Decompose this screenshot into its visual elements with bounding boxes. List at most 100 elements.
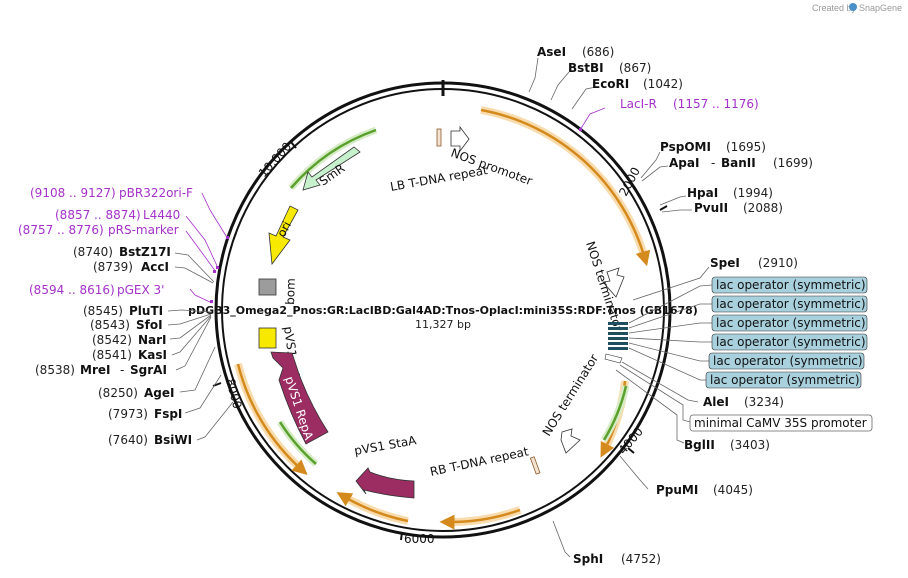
enzyme-hpai: HpaI — [687, 186, 718, 200]
enzyme-nari: NarI — [138, 333, 167, 347]
enzyme-nari-pos: (8542) — [92, 333, 132, 347]
enzyme-bstz17i-pos: (8740) — [73, 245, 113, 259]
mini-35s-box — [689, 414, 873, 432]
enzyme-asei-pos: (686) — [582, 45, 614, 59]
enzyme-apai: ApaI — [669, 156, 699, 170]
enzyme-kasi-pos: (8541) — [92, 348, 132, 362]
lac-operator-box-6 — [705, 371, 862, 389]
enzyme-alei-pos: (3234) — [744, 395, 784, 409]
enzyme-asei: AseI — [537, 45, 566, 59]
enzyme-bsiwi: BsiWI — [154, 433, 192, 447]
enzyme-mrei-sep: - — [120, 363, 124, 377]
lac-operator-marks — [604, 322, 628, 364]
plasmid-name: pDGB3_Omega2_Pnos:GR:LacIBD:Gal4AD:Tnos-… — [188, 304, 698, 317]
enzyme-sphi-pos: (4752) — [621, 552, 661, 566]
green-arrow-left — [278, 421, 317, 465]
nos-terminator-upper-arrow — [602, 267, 625, 298]
pvs1-oriv-box — [258, 327, 277, 349]
enzyme-ppumi-pos: (4045) — [713, 483, 753, 497]
enzyme-mrei-pos: (8538) — [35, 363, 75, 377]
rb-repeat-box — [529, 456, 541, 475]
plasmid-size: 11,327 bp — [415, 318, 471, 331]
enzyme-sphi: SphI — [573, 552, 603, 566]
tick-10000 — [290, 141, 297, 149]
lac-operator-label-5: lac operator (symmetric) — [713, 354, 863, 368]
enzyme-acci-pos: (8739) — [93, 260, 133, 274]
tick-6000 — [400, 531, 403, 541]
bom-box — [258, 278, 277, 296]
lac-operator-label-6: lac operator (symmetric) — [710, 373, 860, 387]
enzyme-spei-pos: (2910) — [758, 256, 798, 270]
rb-repeat-label: RB T-DNA repeat — [429, 444, 530, 479]
smr-label: SmR — [317, 161, 348, 188]
enzyme-banii: BanII — [721, 156, 756, 170]
nos-promoter-arrow — [450, 125, 470, 153]
lac-operator-box-5 — [708, 352, 865, 370]
green-arrow-right — [602, 385, 628, 441]
primer-pgex: pGEX 3' — [117, 283, 164, 297]
pvs1-repa-arrow — [270, 351, 329, 445]
tick-2000 — [659, 205, 668, 211]
enzyme-pspomi-pos: (1695) — [726, 140, 766, 154]
nos-terminator-lower-label: NOS terminator — [540, 352, 602, 439]
lac-operator-box-1 — [711, 276, 868, 294]
green-arrows — [277, 126, 630, 467]
enzyme-spei: SpeI — [710, 256, 740, 270]
pvs1-staa-label: pVS1 StaA — [353, 433, 418, 458]
orf-arrow-bottom — [439, 508, 521, 530]
primer-laci-r-range: (1157 .. 1176) — [673, 97, 759, 111]
enzyme-apai-sep: - — [711, 156, 715, 170]
enzyme-acci: AccI — [141, 260, 169, 274]
tick-label-6000: 6000 — [404, 532, 435, 546]
lac-operator-box-2 — [711, 295, 868, 313]
enzyme-kasi: KasI — [138, 348, 167, 362]
primer-prs-marker-range: (8757 .. 8776) — [18, 223, 104, 237]
tick-4000 — [627, 447, 635, 454]
orf-arrows — [234, 106, 651, 530]
nos-terminator-lower-arrow — [560, 428, 581, 454]
enzyme-pluti: PluTI — [129, 304, 163, 318]
enzyme-apai-pos: (1699) — [773, 156, 813, 170]
enzyme-bglii-pos: (3403) — [730, 438, 770, 452]
lac-operator-label-1: lac operator (symmetric) — [716, 278, 866, 292]
primer-laci-r: LacI-R — [620, 97, 657, 111]
primer-marks — [210, 128, 582, 303]
created-by-text: Created by — [812, 3, 857, 13]
bom-label: bom — [283, 278, 298, 305]
leader-lines — [167, 57, 713, 558]
lb-repeat-box — [436, 128, 442, 147]
enzyme-bglii: BglII — [684, 438, 715, 452]
tick-label-10000: 10,000 — [256, 139, 295, 180]
enzyme-sfoi: SfoI — [136, 318, 163, 332]
lac-operator-box-3 — [711, 314, 868, 332]
ori-label: ori — [274, 219, 294, 239]
lac-operator-box-4 — [711, 333, 868, 351]
lac-operator-label-2: lac operator (symmetric) — [716, 297, 866, 311]
enzyme-pluti-pos: (8545) — [83, 304, 123, 318]
enzyme-agei-pos: (8250) — [98, 386, 138, 400]
enzyme-bsiwi-pos: (7640) — [108, 433, 148, 447]
orf-arrow-left — [236, 363, 308, 475]
snapgene-brand: SnapGene — [859, 3, 902, 13]
primer-pgex-range: (8594 .. 8616) — [29, 283, 115, 297]
enzyme-ppumi: PpuMI — [656, 483, 698, 497]
enzyme-sfoi-pos: (8543) — [90, 318, 130, 332]
enzyme-bstbi-pos: (867) — [619, 61, 651, 75]
snapgene-logo-icon — [849, 3, 857, 11]
lac-operator-label-3: lac operator (symmetric) — [716, 316, 866, 330]
pvs1-staa-arrow — [355, 467, 415, 499]
enzyme-ecori-pos: (1042) — [643, 77, 683, 91]
primer-l4440: L4440 — [143, 208, 180, 222]
smr-arrow — [302, 146, 361, 191]
orf-arrow-bottom-left — [336, 492, 409, 523]
primer-prs-marker: pRS-marker — [108, 223, 179, 237]
enzyme-agei: AgeI — [144, 386, 174, 400]
enzyme-mrei: MreI — [80, 363, 110, 377]
enzyme-fspi: FspI — [154, 407, 182, 421]
mini-35s-label: minimal CaMV 35S promoter — [694, 416, 867, 430]
enzyme-fspi-pos: (7973) — [108, 407, 148, 421]
ori-arrow — [268, 205, 299, 266]
orf-arrow-top-right — [480, 108, 651, 267]
primer-pbr322ori-f: pBR322ori-F — [119, 186, 193, 200]
primer-pbr322ori-f-range: (9108 .. 9127) — [30, 186, 116, 200]
